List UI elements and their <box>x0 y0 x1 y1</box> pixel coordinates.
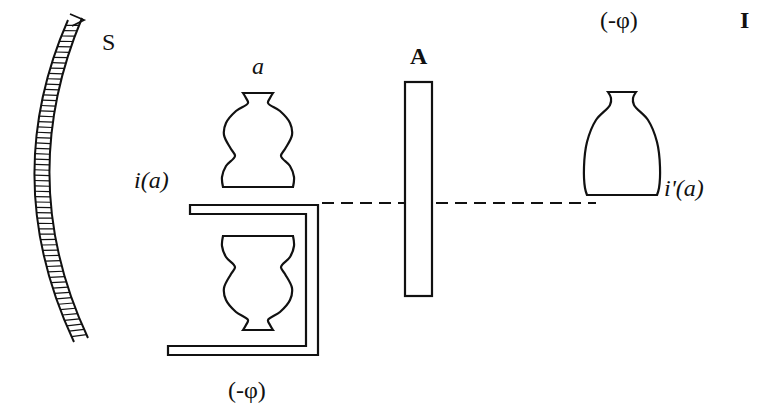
analyzer-plate <box>405 82 432 296</box>
angle-label: (-φ) <box>600 8 638 32</box>
vase <box>222 93 294 187</box>
angle-label: (-φ) <box>228 378 266 402</box>
image-label: i(a) <box>134 168 169 192</box>
image-label: i'(a) <box>664 176 704 200</box>
screen-arc <box>34 14 88 342</box>
holder-bracket <box>168 205 318 355</box>
screen-label: S <box>102 30 115 54</box>
optical-axis <box>322 202 596 204</box>
plate-label: A <box>410 44 427 68</box>
object-label: a <box>252 54 264 78</box>
figure-number: I <box>740 8 749 32</box>
vase <box>222 236 294 330</box>
vase <box>584 92 660 195</box>
